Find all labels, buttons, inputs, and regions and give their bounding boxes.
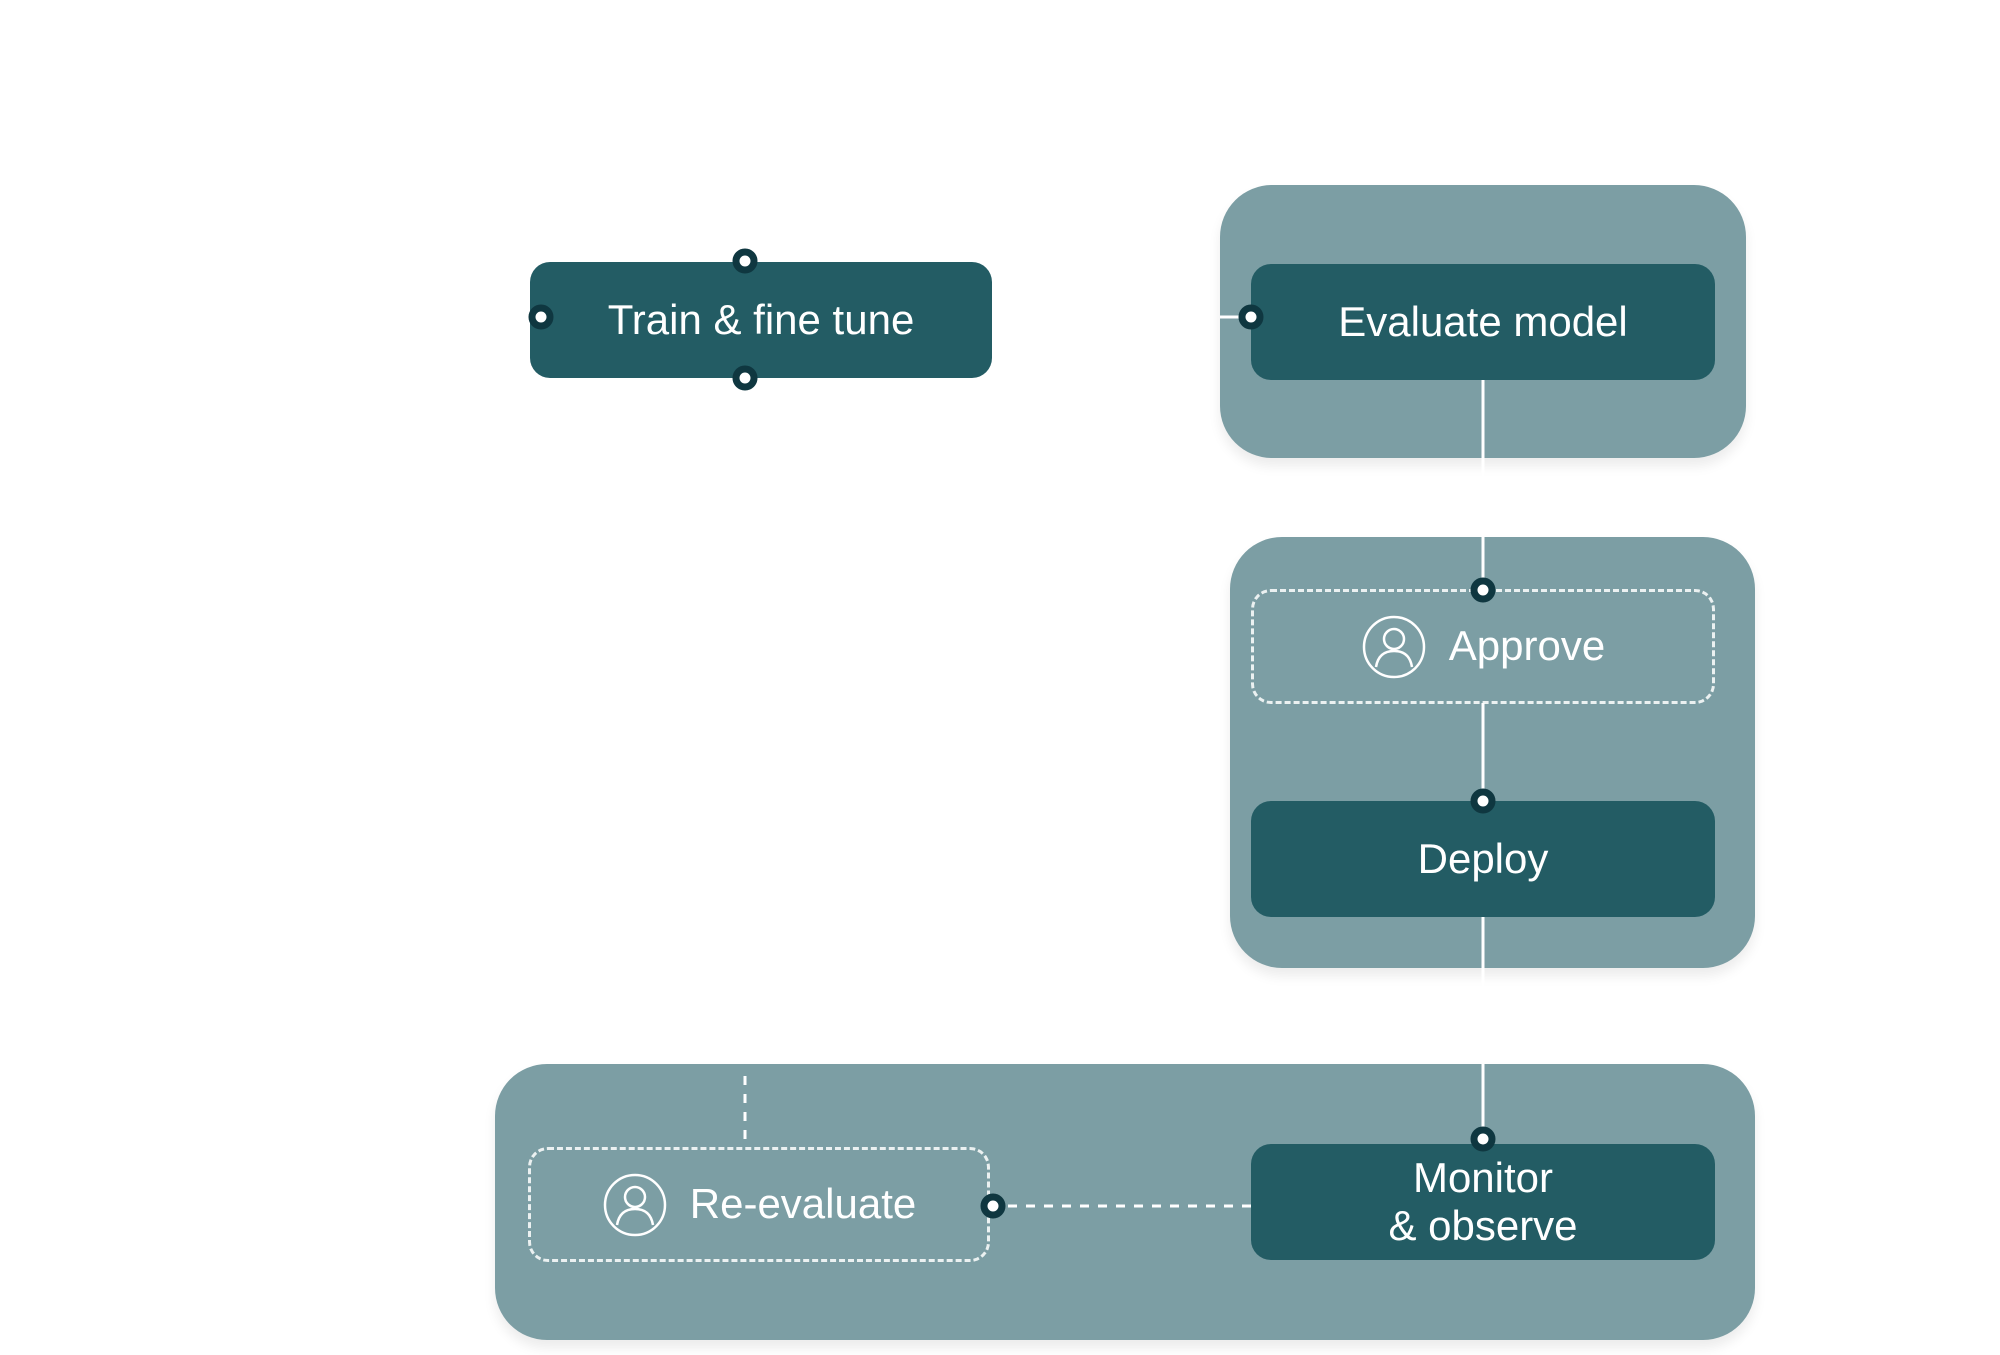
person-icon bbox=[1362, 615, 1426, 678]
node-re-evaluate: Re-evaluate bbox=[528, 1147, 990, 1262]
node-approve: Approve bbox=[1251, 589, 1715, 704]
node-deploy-label: Deploy bbox=[1417, 834, 1549, 882]
person-icon bbox=[603, 1173, 667, 1236]
node-monitor-line2: & observe bbox=[1388, 1202, 1578, 1249]
node-monitor-observe: Monitor & observe bbox=[1251, 1144, 1715, 1260]
node-monitor-line1: Monitor bbox=[1412, 1153, 1554, 1201]
node-evaluate-model: Evaluate model bbox=[1251, 264, 1715, 380]
node-monitor-observe-label: Monitor & observe bbox=[1388, 1154, 1577, 1251]
node-train-fine-tune: Train & fine tune bbox=[530, 262, 992, 378]
node-approve-label: Approve bbox=[1448, 622, 1606, 670]
node-re-evaluate-label: Re-evaluate bbox=[689, 1180, 917, 1228]
node-evaluate-model-label: Evaluate model bbox=[1338, 297, 1628, 345]
node-deploy: Deploy bbox=[1251, 801, 1715, 917]
node-train-fine-tune-label: Train & fine tune bbox=[607, 295, 915, 343]
